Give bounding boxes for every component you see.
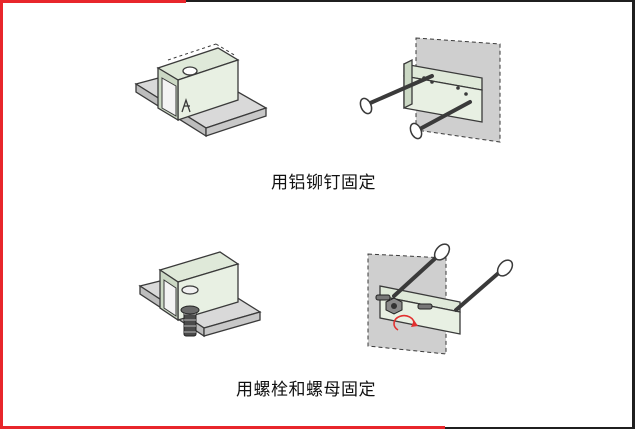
pin-lower <box>454 259 514 312</box>
frame-bottom-accent <box>0 426 445 429</box>
bolt-wall-bracket-with-pins <box>367 243 514 355</box>
pin-lower <box>409 100 472 140</box>
caption-rivet: 用铝铆钉固定 <box>271 173 376 193</box>
pin-upper <box>392 243 451 298</box>
rivet-dots <box>422 76 468 96</box>
frame-left-border <box>0 0 3 429</box>
caption-bolt: 用螺栓和螺母固定 <box>236 380 376 400</box>
rivet-head <box>182 66 198 76</box>
bolt-channel-on-plate <box>138 251 262 338</box>
frame-top-border <box>186 0 635 2</box>
pin-upper <box>359 74 434 115</box>
bolt-studs <box>375 294 433 310</box>
rivet-wall-bracket-with-pins <box>359 37 501 143</box>
frame-bottom-border <box>445 427 635 429</box>
frame-top-accent <box>0 0 186 3</box>
channel-bracket <box>156 43 240 122</box>
bolt-head <box>181 285 199 295</box>
rivet-channel-on-plate <box>134 43 268 138</box>
hex-nut <box>385 297 403 315</box>
rotation-arrow-icon <box>393 314 418 331</box>
frame-right-border <box>632 0 635 429</box>
channel-bracket <box>403 58 483 123</box>
nut <box>180 305 200 315</box>
rivet-shank <box>181 97 191 113</box>
